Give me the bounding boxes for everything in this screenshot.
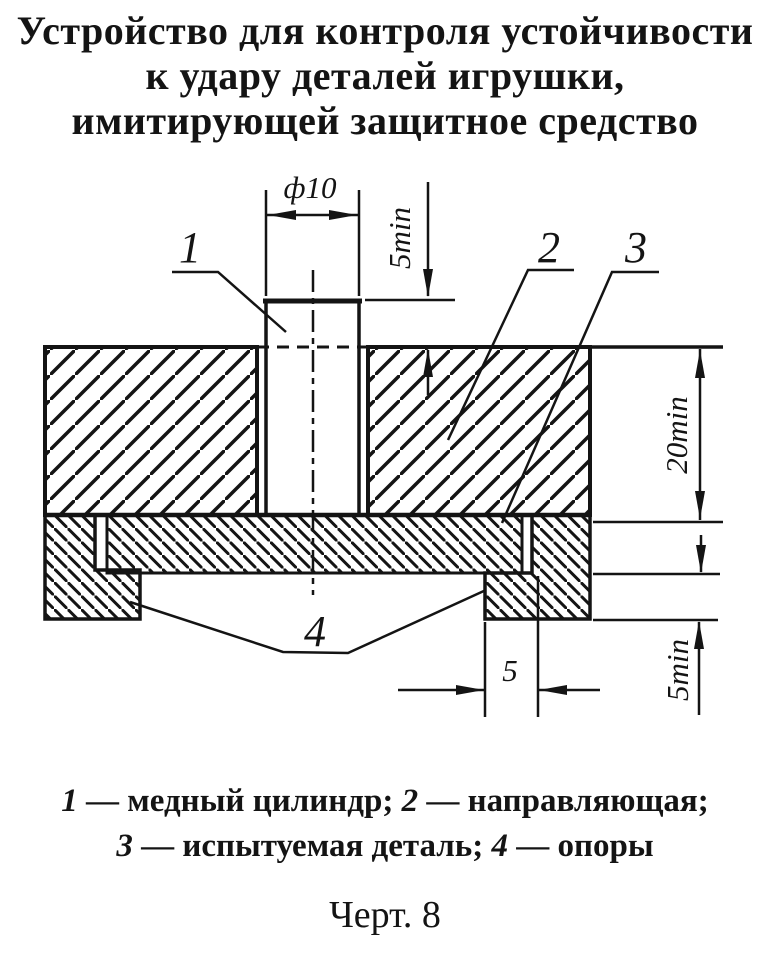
legend-text-1: — медный цилиндр;: [77, 783, 402, 819]
leader-part-2: [446, 268, 574, 441]
technical-drawing: ф10 5min 20min 5min 5 1 2 3: [43, 170, 723, 717]
legend-num-2: 2: [401, 783, 419, 819]
arrowhead: [268, 210, 296, 220]
legend-text-4: — опоры: [508, 828, 654, 864]
part-label-2: 2: [538, 223, 560, 272]
leader-part-1: [172, 270, 287, 333]
arrowhead: [423, 349, 433, 377]
leader-part-3: [500, 270, 659, 524]
figure-caption: Черт. 8: [329, 894, 441, 936]
dim-support-width-label: 5: [502, 653, 518, 688]
title-line-2: к удару деталей игрушки,: [145, 53, 625, 98]
leader-part-4: [129, 588, 487, 655]
guide-bore-walls: [255, 347, 370, 515]
part-leaders: [129, 268, 659, 655]
legend-text-2: — направляющая;: [418, 783, 709, 819]
arrowhead: [423, 269, 433, 297]
arrowhead: [539, 685, 567, 695]
dim-guide-height-label: 20min: [659, 396, 694, 474]
arrowhead: [695, 350, 705, 378]
dim-protrusion-label: 5min: [382, 207, 417, 269]
test-plate: [105, 513, 524, 575]
title-line-3: имитирующей защитное средство: [71, 98, 699, 143]
legend-num-3: 3: [116, 828, 133, 864]
figure-title: Устройство для контроля устойчивости к у…: [0, 8, 770, 143]
dim-support-height-label: 5min: [660, 639, 695, 701]
guide-left-block: [43, 345, 259, 517]
legend-line-2: 3 — испытуемая деталь; 4 — опоры: [0, 824, 770, 869]
title-line-1: Устройство для контроля устойчивости: [16, 8, 754, 53]
figure-legend: 1 — медный цилиндр; 2 — направляющая; 3 …: [0, 779, 770, 869]
arrowhead: [695, 491, 705, 519]
legend-line-1: 1 — медный цилиндр; 2 — направляющая;: [0, 779, 770, 824]
arrowhead: [329, 210, 357, 220]
arrowhead: [694, 621, 704, 649]
outline-lines: [45, 345, 723, 518]
part-label-1: 1: [179, 223, 201, 272]
dim-diameter-label: ф10: [283, 170, 337, 205]
part-label-4: 4: [304, 607, 326, 656]
arrowhead: [696, 545, 706, 573]
part-label-3: 3: [624, 223, 647, 272]
legend-text-3: — испытуемая деталь;: [132, 828, 492, 864]
arrowhead: [456, 685, 484, 695]
copper-cylinder: [263, 298, 362, 515]
legend-num-4: 4: [491, 828, 509, 864]
legend-num-1: 1: [61, 783, 78, 819]
